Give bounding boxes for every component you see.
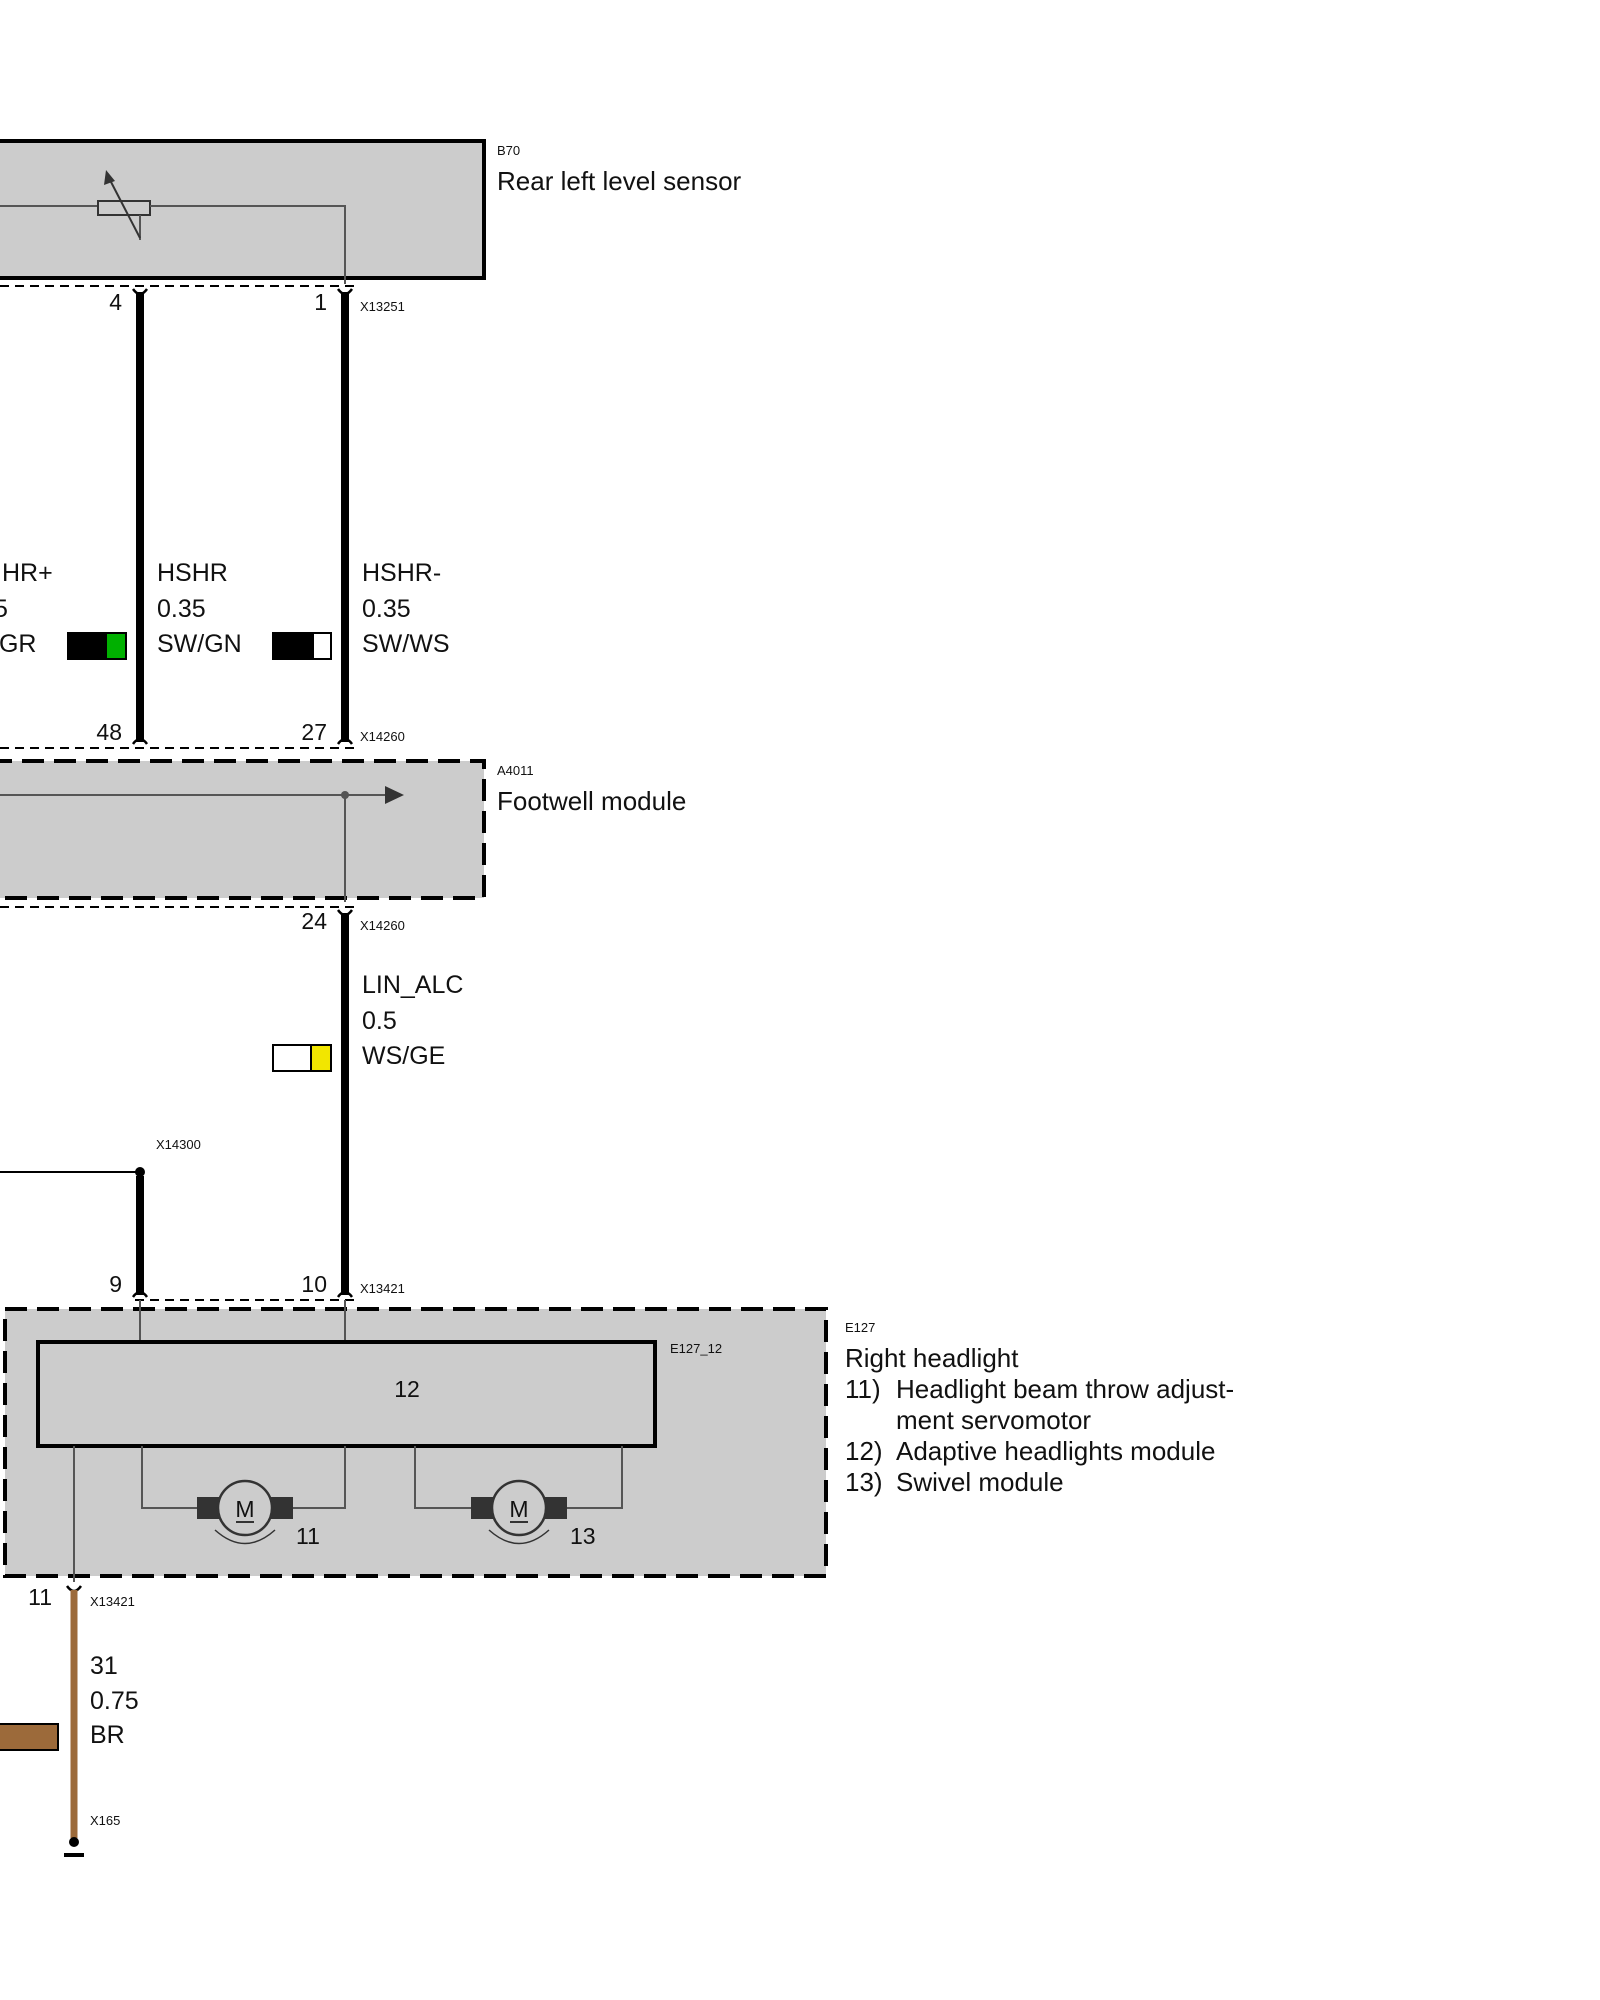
wire-lin-alc-color: WS/GE <box>362 1042 445 1070</box>
wire-lin-alc-size: 0.5 <box>362 1007 397 1035</box>
pin-contact-9 <box>131 1290 149 1298</box>
motor-11-symbol: M <box>235 1496 254 1522</box>
legend-item-12-text: Adaptive headlights module <box>896 1436 1215 1466</box>
wire-hshr-minus-color: SW/WS <box>362 630 450 658</box>
b70-resistor-arrow <box>109 179 141 239</box>
e127-12-ref: E127_12 <box>670 1341 722 1356</box>
pin-e127-10: 10 <box>301 1271 327 1297</box>
motor-11-left-terminal <box>197 1497 220 1519</box>
wire-hshr-color: SW/GN <box>157 630 242 658</box>
wire-label-hshr-minus: HSHR- 0.35 SW/WS <box>362 559 450 658</box>
connector-x13421-bottom: X13421 <box>90 1594 135 1609</box>
wire-hshr-signal: HSHR <box>157 559 228 587</box>
motor-13-rotation-arrow <box>488 1529 550 1545</box>
wire-lin-alc-color-swatch-1 <box>272 1044 312 1072</box>
wire-ground-color-swatch <box>0 1723 59 1751</box>
pin-e127-9: 9 <box>109 1271 122 1297</box>
legend-item-11-number: 11) <box>845 1374 881 1404</box>
x165-ground-dot <box>69 1837 79 1847</box>
wire-hshr-plus-color-swatch-2 <box>105 632 127 660</box>
legend-item-11-text-cont: ment servomotor <box>896 1405 1091 1435</box>
pin-contact-24 <box>336 909 354 917</box>
connector-x165: X165 <box>90 1813 120 1828</box>
wire-lin-alc-color-swatch-2 <box>310 1044 332 1072</box>
a4011-box <box>0 759 486 900</box>
motor-13-label: 13 <box>570 1523 596 1549</box>
connector-x14300: X14300 <box>156 1137 201 1152</box>
wire-ground-color: BR <box>90 1721 125 1749</box>
wire-hshr-minus-color-swatch-1 <box>272 632 314 660</box>
pin-contact-4 <box>131 288 149 296</box>
pin-e127-11: 11 <box>28 1584 52 1610</box>
pin-b70-1: 1 <box>314 289 327 315</box>
wire-hshr-minus-signal: HSHR- <box>362 559 441 587</box>
motor-11-label: 11 <box>296 1523 320 1549</box>
e127-12-module-box <box>36 1340 657 1448</box>
b70-internal-line <box>150 205 346 284</box>
motor-13-return <box>566 1446 623 1509</box>
motor-11-return <box>292 1446 346 1509</box>
pin-a4011-48: 48 <box>96 719 122 745</box>
motor-13-circuit <box>414 1446 471 1509</box>
pin-a4011-27: 27 <box>301 719 327 745</box>
legend-item-12-number: 12) <box>845 1436 883 1466</box>
b70-ref: B70 <box>497 143 520 158</box>
a4011-bus-arrowhead <box>385 786 404 804</box>
wire-lin-alc-signal: LIN_ALC <box>362 971 463 999</box>
motor-11-housing <box>216 1479 274 1537</box>
wire-ground <box>64 1585 84 1857</box>
wire-x14300-branch <box>0 1167 149 1298</box>
wire-label-hshr-plus: HR+ 5 /GR <box>0 559 127 660</box>
wire-label-hshr: HSHR 0.35 SW/GN <box>157 559 242 658</box>
connector-x14260-top: X14260 <box>360 729 405 744</box>
legend-item-13-number: 13) <box>845 1467 883 1497</box>
wire-hshr <box>131 288 149 745</box>
a4011-ref: A4011 <box>497 763 534 778</box>
wire-lin-alc <box>336 909 354 1298</box>
wire-ground-signal: 31 <box>90 1652 118 1680</box>
motor-11-right-terminal <box>270 1497 293 1519</box>
e127-component: 12 E127_12 M 11 M 13 E127 Right headligh… <box>3 1300 1234 1582</box>
pin-a4011-24: 24 <box>301 908 327 934</box>
legend-item-11-text: Headlight beam throw adjust- <box>896 1374 1234 1404</box>
wire-hshr-minus-size: 0.35 <box>362 595 411 623</box>
b70-box <box>0 139 486 280</box>
b70-arrowhead <box>104 170 115 185</box>
b70-component: B70 Rear left level sensor <box>0 139 742 284</box>
motor-11-rotation-arrow <box>214 1529 276 1545</box>
wire-hshr-plus-signal: HR+ <box>2 559 53 587</box>
motor-13-symbol: M <box>509 1496 528 1522</box>
e127-12-module-number: 12 <box>394 1376 420 1402</box>
wire-label-ground: 31 0.75 BR <box>90 1652 139 1749</box>
wire-ground-size: 0.75 <box>90 1687 139 1715</box>
a4011-component: A4011 Footwell module <box>0 759 686 902</box>
motor-13-right-terminal <box>544 1497 567 1519</box>
motor-11-circuit <box>141 1446 197 1509</box>
e127-ref: E127 <box>845 1320 875 1335</box>
legend-item-13-text: Swivel module <box>896 1467 1064 1497</box>
pin-contact-48 <box>131 737 149 745</box>
wire-hshr-plus-size: 5 <box>0 595 8 623</box>
pin-contact-10 <box>336 1290 354 1298</box>
wire-hshr-size: 0.35 <box>157 595 206 623</box>
x14300-junction-dot <box>135 1167 145 1177</box>
a4011-name: Footwell module <box>497 786 686 816</box>
wire-label-lin-alc: LIN_ALC 0.5 WS/GE <box>362 971 463 1070</box>
motor-13-left-terminal <box>471 1497 494 1519</box>
pin-contact-27 <box>336 737 354 745</box>
b70-name: Rear left level sensor <box>497 166 742 196</box>
pin-b70-4: 4 <box>109 289 122 315</box>
wire-hshr-plus-color-swatch-1 <box>67 632 107 660</box>
connector-x14260-bottom: X14260 <box>360 918 405 933</box>
wire-hshr-minus <box>336 288 354 745</box>
wire-hshr-plus-color: /GR <box>0 630 36 658</box>
pin-contact-1 <box>336 288 354 296</box>
wire-hshr-minus-color-swatch-2 <box>312 632 332 660</box>
connector-x13421-top: X13421 <box>360 1281 405 1296</box>
e127-name: Right headlight <box>845 1343 1019 1373</box>
connector-x13251: X13251 <box>360 299 405 314</box>
motor-13-housing <box>490 1479 548 1537</box>
